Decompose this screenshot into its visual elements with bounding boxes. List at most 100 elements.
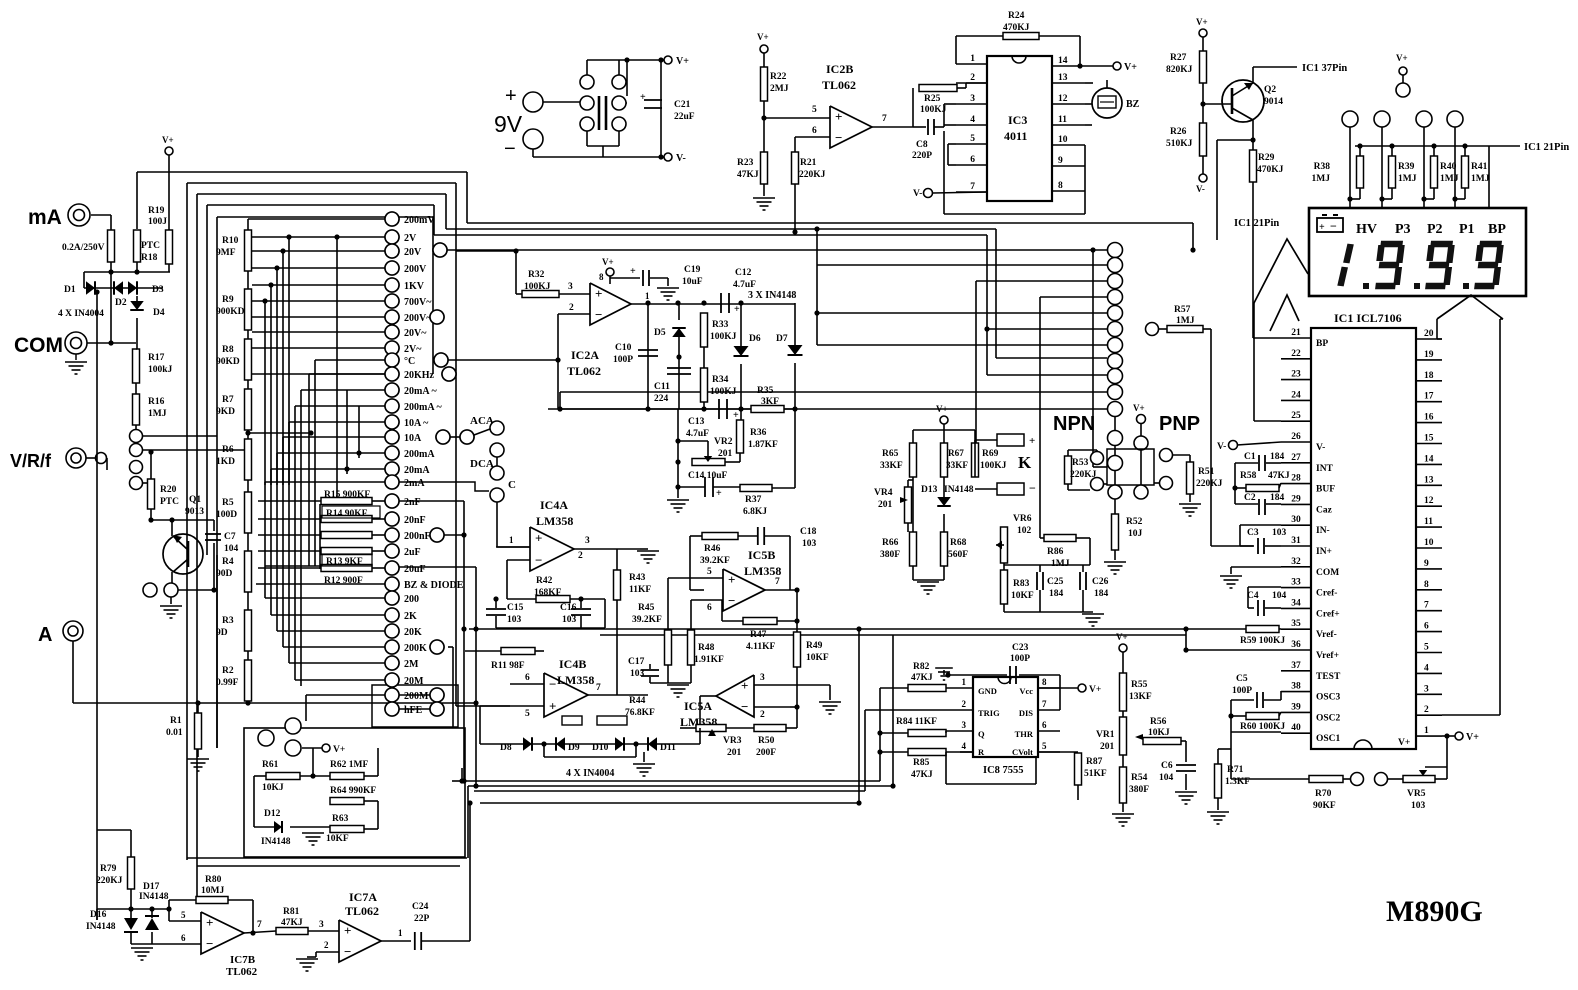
- svg-text:IC2B: IC2B: [826, 62, 853, 76]
- svg-text:R81: R81: [283, 907, 300, 917]
- svg-text:IC1 21Pin: IC1 21Pin: [1234, 218, 1279, 229]
- svg-text:R70: R70: [1315, 789, 1332, 799]
- svg-text:R57: R57: [1174, 305, 1191, 315]
- svg-text:2: 2: [970, 73, 975, 83]
- svg-text:D13: D13: [921, 485, 938, 495]
- svg-text:100KJ: 100KJ: [710, 332, 737, 342]
- svg-text:V+: V+: [602, 257, 614, 267]
- svg-text:C12: C12: [735, 268, 752, 278]
- svg-text:22P: 22P: [414, 914, 430, 924]
- svg-text:21: 21: [1291, 328, 1301, 338]
- svg-text:102: 102: [1017, 526, 1032, 536]
- svg-text:R32: R32: [528, 270, 545, 280]
- svg-text:47KJ: 47KJ: [911, 673, 933, 683]
- svg-text:104: 104: [1159, 773, 1174, 783]
- svg-text:38: 38: [1291, 682, 1301, 692]
- svg-text:Vref+: Vref+: [1316, 651, 1339, 661]
- svg-text:10uF: 10uF: [682, 277, 703, 287]
- svg-text:10: 10: [1424, 538, 1434, 548]
- svg-text:20: 20: [1424, 329, 1434, 339]
- svg-text:184: 184: [1049, 589, 1064, 599]
- svg-text:28: 28: [1291, 474, 1301, 484]
- svg-text:7: 7: [970, 182, 975, 192]
- svg-text:V-: V-: [1217, 442, 1226, 452]
- svg-text:C5: C5: [1236, 674, 1248, 684]
- svg-text:7: 7: [596, 683, 601, 693]
- svg-text:100KJ: 100KJ: [920, 105, 947, 115]
- svg-text:R24: R24: [1008, 11, 1025, 21]
- svg-text:Vcc: Vcc: [1019, 686, 1033, 696]
- svg-text:R36: R36: [750, 428, 767, 438]
- svg-text:D11: D11: [660, 743, 676, 753]
- svg-text:−: −: [741, 699, 748, 714]
- svg-text:560F: 560F: [948, 550, 968, 560]
- svg-text:103: 103: [630, 669, 645, 679]
- svg-text:10KF: 10KF: [1011, 591, 1034, 601]
- svg-text:5: 5: [812, 105, 817, 115]
- svg-text:R41: R41: [1471, 162, 1488, 172]
- svg-text:R10: R10: [222, 236, 239, 246]
- svg-text:3KF: 3KF: [761, 397, 779, 407]
- svg-text:11: 11: [1058, 115, 1067, 125]
- svg-text:INT: INT: [1316, 464, 1334, 474]
- svg-text:100KJ: 100KJ: [710, 387, 737, 397]
- svg-text:100D: 100D: [216, 510, 237, 520]
- svg-text:IC1 37Pin: IC1 37Pin: [1302, 63, 1347, 74]
- svg-text:2: 2: [569, 303, 574, 313]
- svg-text:R80: R80: [205, 875, 222, 885]
- svg-text:D1: D1: [64, 285, 76, 295]
- svg-text:ACA: ACA: [470, 415, 494, 427]
- svg-text:24: 24: [1291, 390, 1301, 400]
- svg-text:IC2A: IC2A: [571, 348, 599, 362]
- svg-text:20V~: 20V~: [404, 328, 427, 339]
- svg-text:9014: 9014: [1264, 97, 1283, 107]
- svg-text:D2: D2: [115, 298, 127, 308]
- svg-text:VR6: VR6: [1013, 514, 1032, 524]
- svg-text:100P: 100P: [1010, 654, 1030, 664]
- svg-text:R50: R50: [758, 736, 775, 746]
- svg-text:19: 19: [1424, 350, 1434, 360]
- svg-text:4: 4: [1424, 663, 1429, 673]
- svg-text:D16: D16: [90, 910, 107, 920]
- svg-text:0.01: 0.01: [166, 728, 183, 738]
- svg-text:TRIG: TRIG: [978, 708, 1000, 718]
- svg-text:R29: R29: [1258, 153, 1275, 163]
- svg-text:LM358: LM358: [557, 673, 594, 687]
- svg-text:1MJ: 1MJ: [1471, 174, 1490, 184]
- svg-text:39.2KF: 39.2KF: [700, 556, 730, 566]
- svg-text:20mA: 20mA: [404, 465, 430, 476]
- svg-text:R21: R21: [800, 158, 817, 168]
- svg-text:THR: THR: [1015, 729, 1034, 739]
- svg-text:200mV: 200mV: [404, 215, 435, 226]
- svg-text:V-: V-: [1196, 184, 1205, 194]
- svg-text:COM: COM: [1316, 568, 1339, 578]
- svg-text:P2: P2: [1427, 222, 1443, 237]
- svg-text:PNP: PNP: [1159, 413, 1200, 435]
- svg-text:1: 1: [509, 535, 514, 545]
- svg-text:R23: R23: [737, 158, 754, 168]
- svg-text:D8: D8: [500, 743, 512, 753]
- svg-text:820KJ: 820KJ: [1166, 65, 1193, 75]
- svg-text:224: 224: [654, 394, 669, 404]
- svg-text:2mA: 2mA: [404, 478, 425, 489]
- svg-text:7: 7: [1042, 699, 1047, 709]
- svg-text:TL062: TL062: [345, 904, 379, 918]
- svg-text:R58: R58: [1240, 471, 1257, 481]
- svg-text:6: 6: [970, 155, 975, 165]
- svg-text:8: 8: [1042, 677, 1047, 687]
- svg-text:R84 11KF: R84 11KF: [896, 717, 937, 727]
- svg-text:10KF: 10KF: [806, 653, 829, 663]
- svg-text:1.87KF: 1.87KF: [748, 440, 778, 450]
- svg-text:201: 201: [718, 449, 733, 459]
- svg-text:C4: C4: [1247, 591, 1259, 601]
- svg-text:V-: V-: [1316, 443, 1325, 453]
- svg-text:V+: V+: [1124, 62, 1137, 73]
- svg-text:220KJ: 220KJ: [1070, 470, 1097, 480]
- svg-text:103: 103: [802, 539, 817, 549]
- svg-text:V+: V+: [936, 404, 948, 414]
- svg-text:Q1: Q1: [189, 495, 201, 505]
- svg-text:−: −: [549, 677, 556, 692]
- svg-text:2V: 2V: [404, 233, 417, 244]
- svg-text:R52: R52: [1126, 517, 1143, 527]
- svg-text:C2: C2: [1244, 493, 1256, 503]
